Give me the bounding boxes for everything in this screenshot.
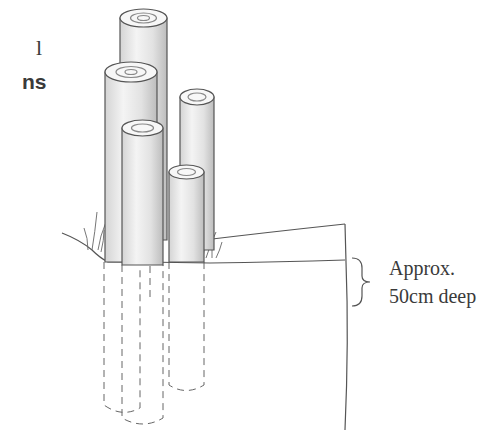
- depth-note: Approx. 50cm deep: [389, 254, 479, 310]
- cropped-text: ns: [22, 68, 62, 96]
- log-posts: [105, 9, 214, 265]
- depth-bracket: [352, 258, 370, 306]
- buried-section: [104, 262, 204, 424]
- cropped-text: l: [36, 34, 66, 62]
